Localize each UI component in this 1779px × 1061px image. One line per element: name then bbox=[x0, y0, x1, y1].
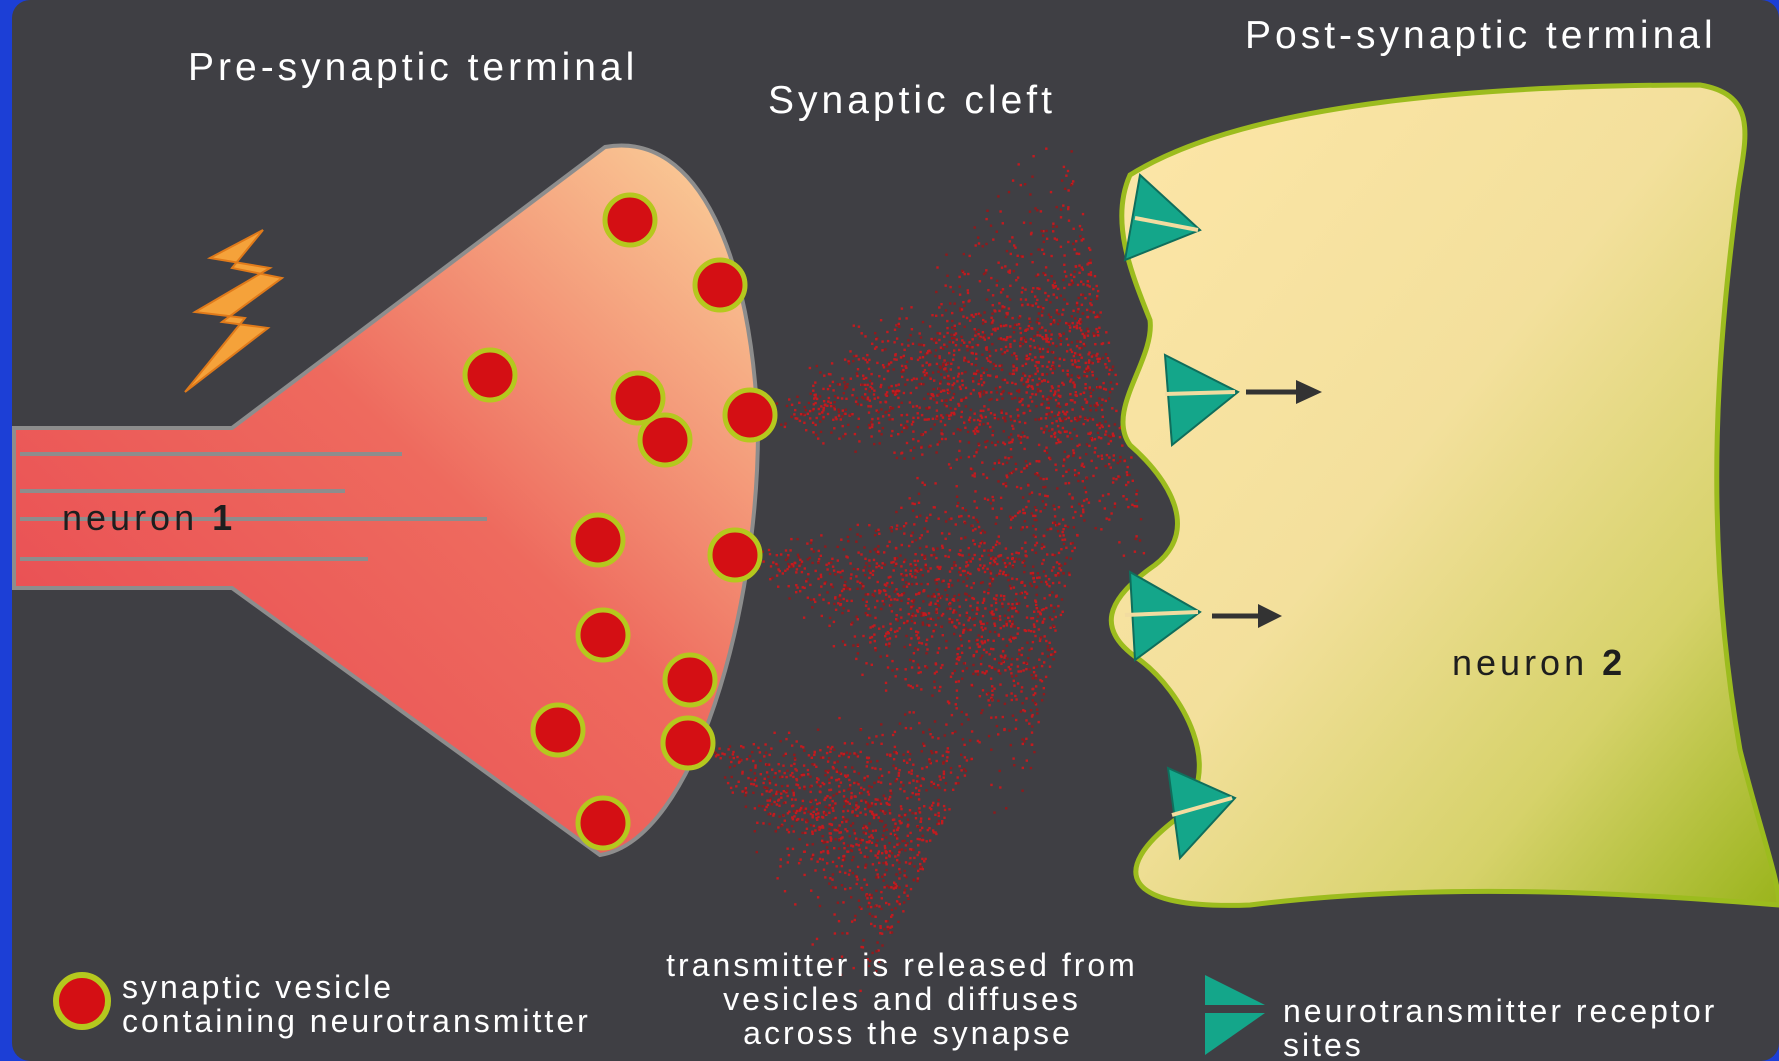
legend-vesicle-line2: containing neurotransmitter bbox=[122, 1003, 591, 1039]
legend-receptor-line1: neurotransmitter receptor bbox=[1283, 993, 1717, 1029]
legend-release-line3: across the synapse bbox=[743, 1015, 1073, 1051]
vesicle-circle-icon bbox=[578, 610, 628, 660]
legend-vesicle-icon bbox=[56, 975, 108, 1027]
vesicle-circle-icon bbox=[710, 530, 760, 580]
neuron-2-body bbox=[1111, 85, 1779, 905]
vesicle-circle-icon bbox=[578, 798, 628, 848]
vesicle-circle-icon bbox=[695, 260, 745, 310]
vesicle-circle-icon bbox=[573, 515, 623, 565]
pre-synaptic-label: Pre-synaptic terminal bbox=[188, 46, 638, 89]
synaptic-cleft-label: Synaptic cleft bbox=[768, 79, 1056, 122]
legend-release-line1: transmitter is released from bbox=[666, 947, 1138, 983]
neuron-1-label: neuron 1 bbox=[62, 497, 236, 538]
vesicle-circle-icon bbox=[663, 718, 713, 768]
legend-receptor-line2: sites bbox=[1283, 1027, 1364, 1061]
vesicle-circle-icon bbox=[665, 655, 715, 705]
post-synaptic-label: Post-synaptic terminal bbox=[1245, 14, 1717, 57]
neuron-2-label: neuron 2 bbox=[1452, 642, 1626, 683]
legend-vesicle-line1: synaptic vesicle bbox=[122, 969, 394, 1005]
vesicle-circle-icon bbox=[465, 350, 515, 400]
vesicle-circle-icon bbox=[605, 195, 655, 245]
legend-release-line2: vesicles and diffuses bbox=[723, 981, 1081, 1017]
vesicle-circle-icon bbox=[533, 705, 583, 755]
vesicle-circle-icon bbox=[725, 390, 775, 440]
vesicle-circle-icon bbox=[613, 373, 663, 423]
